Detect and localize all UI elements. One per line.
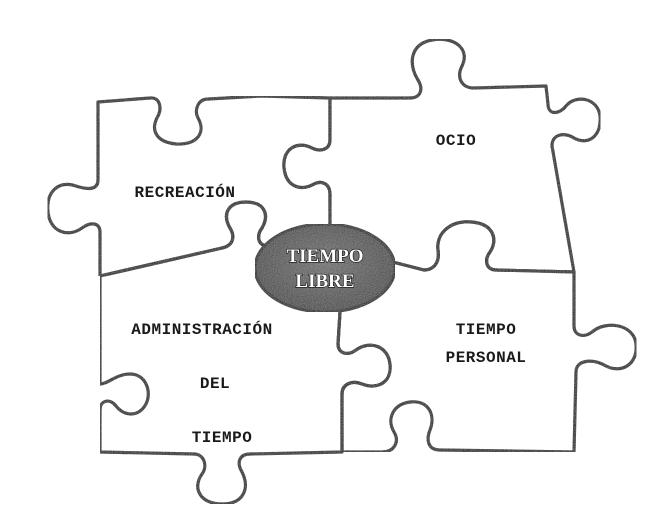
label-tiempo-personal-2: PERSONAL [446,349,527,367]
center-label-line2: LIBRE [295,271,354,292]
label-tiempo-admin: TIEMPO [192,429,253,447]
label-tiempo-personal-1: TIEMPO [456,321,517,339]
label-recreacion: RECREACIÓN [134,183,235,202]
center-ellipse [255,224,395,312]
label-administracion: ADMINISTRACIÓN [131,320,272,339]
label-ocio: OCIO [436,132,476,150]
label-del: DEL [200,375,230,393]
center-label-line1: TIEMPO [286,246,363,267]
